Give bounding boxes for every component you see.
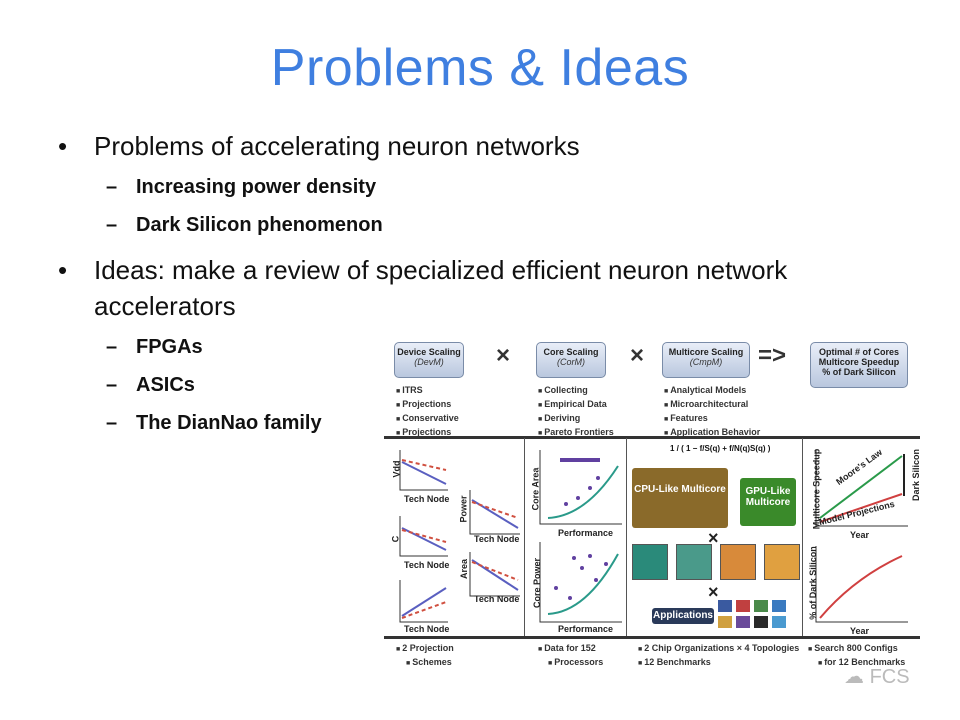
bullet-text: Ideas: make a review of specialized effi… [94,255,788,321]
multicore-scaling-box: Multicore Scaling(CmpM) [662,342,750,378]
footer-results: Search 800 Configsfor 12 Benchmarks [808,642,905,670]
slide-title: Problems & Ideas [270,39,690,97]
gpu-chip: GPU-Like Multicore [740,478,796,526]
dark-silicon-figure: Device Scaling(DevM) Core Scaling(CorM) … [384,338,921,674]
device-scaling-box: Device Scaling(DevM) [394,342,464,378]
bullet-dot: • [58,255,68,285]
divider [384,436,920,439]
core-plots [539,450,622,623]
divider [384,636,920,639]
device-plots [399,450,520,623]
result-plots [815,450,908,623]
topology-tiles [632,544,800,584]
times-operator: × [630,342,645,369]
footer-multicore: 2 Chip Organizations × 4 Topologies12 Be… [638,642,799,670]
footer-core: Data for 152Processors [538,642,603,670]
times-operator: × [496,342,511,369]
implies-operator: => [758,342,787,369]
app-icons [718,600,798,630]
wechat-icon: ☁ [844,666,864,688]
divider [802,438,803,636]
applications-label: Applications [652,608,714,624]
core-list: CollectingEmpirical Data DerivingPareto … [538,384,614,440]
footer-device: 2 ProjectionSchemes [396,642,454,670]
output-box: Optimal # of Cores Multicore Speedup % o… [810,342,908,388]
device-list: ITRSProjections ConservativeProjections [396,384,459,440]
core-scaling-box: Core Scaling(CorM) [536,342,606,378]
divider [626,438,627,636]
watermark: ☁ FCS [844,666,910,688]
divider [524,438,525,636]
bullet-text: Problems of accelerating neuron networks [94,131,580,161]
multicore-list: Analytical ModelsMicroarchitectural Feat… [664,384,760,440]
cpu-chip: CPU-Like Multicore [632,468,728,528]
bullet-dot: • [58,131,68,161]
